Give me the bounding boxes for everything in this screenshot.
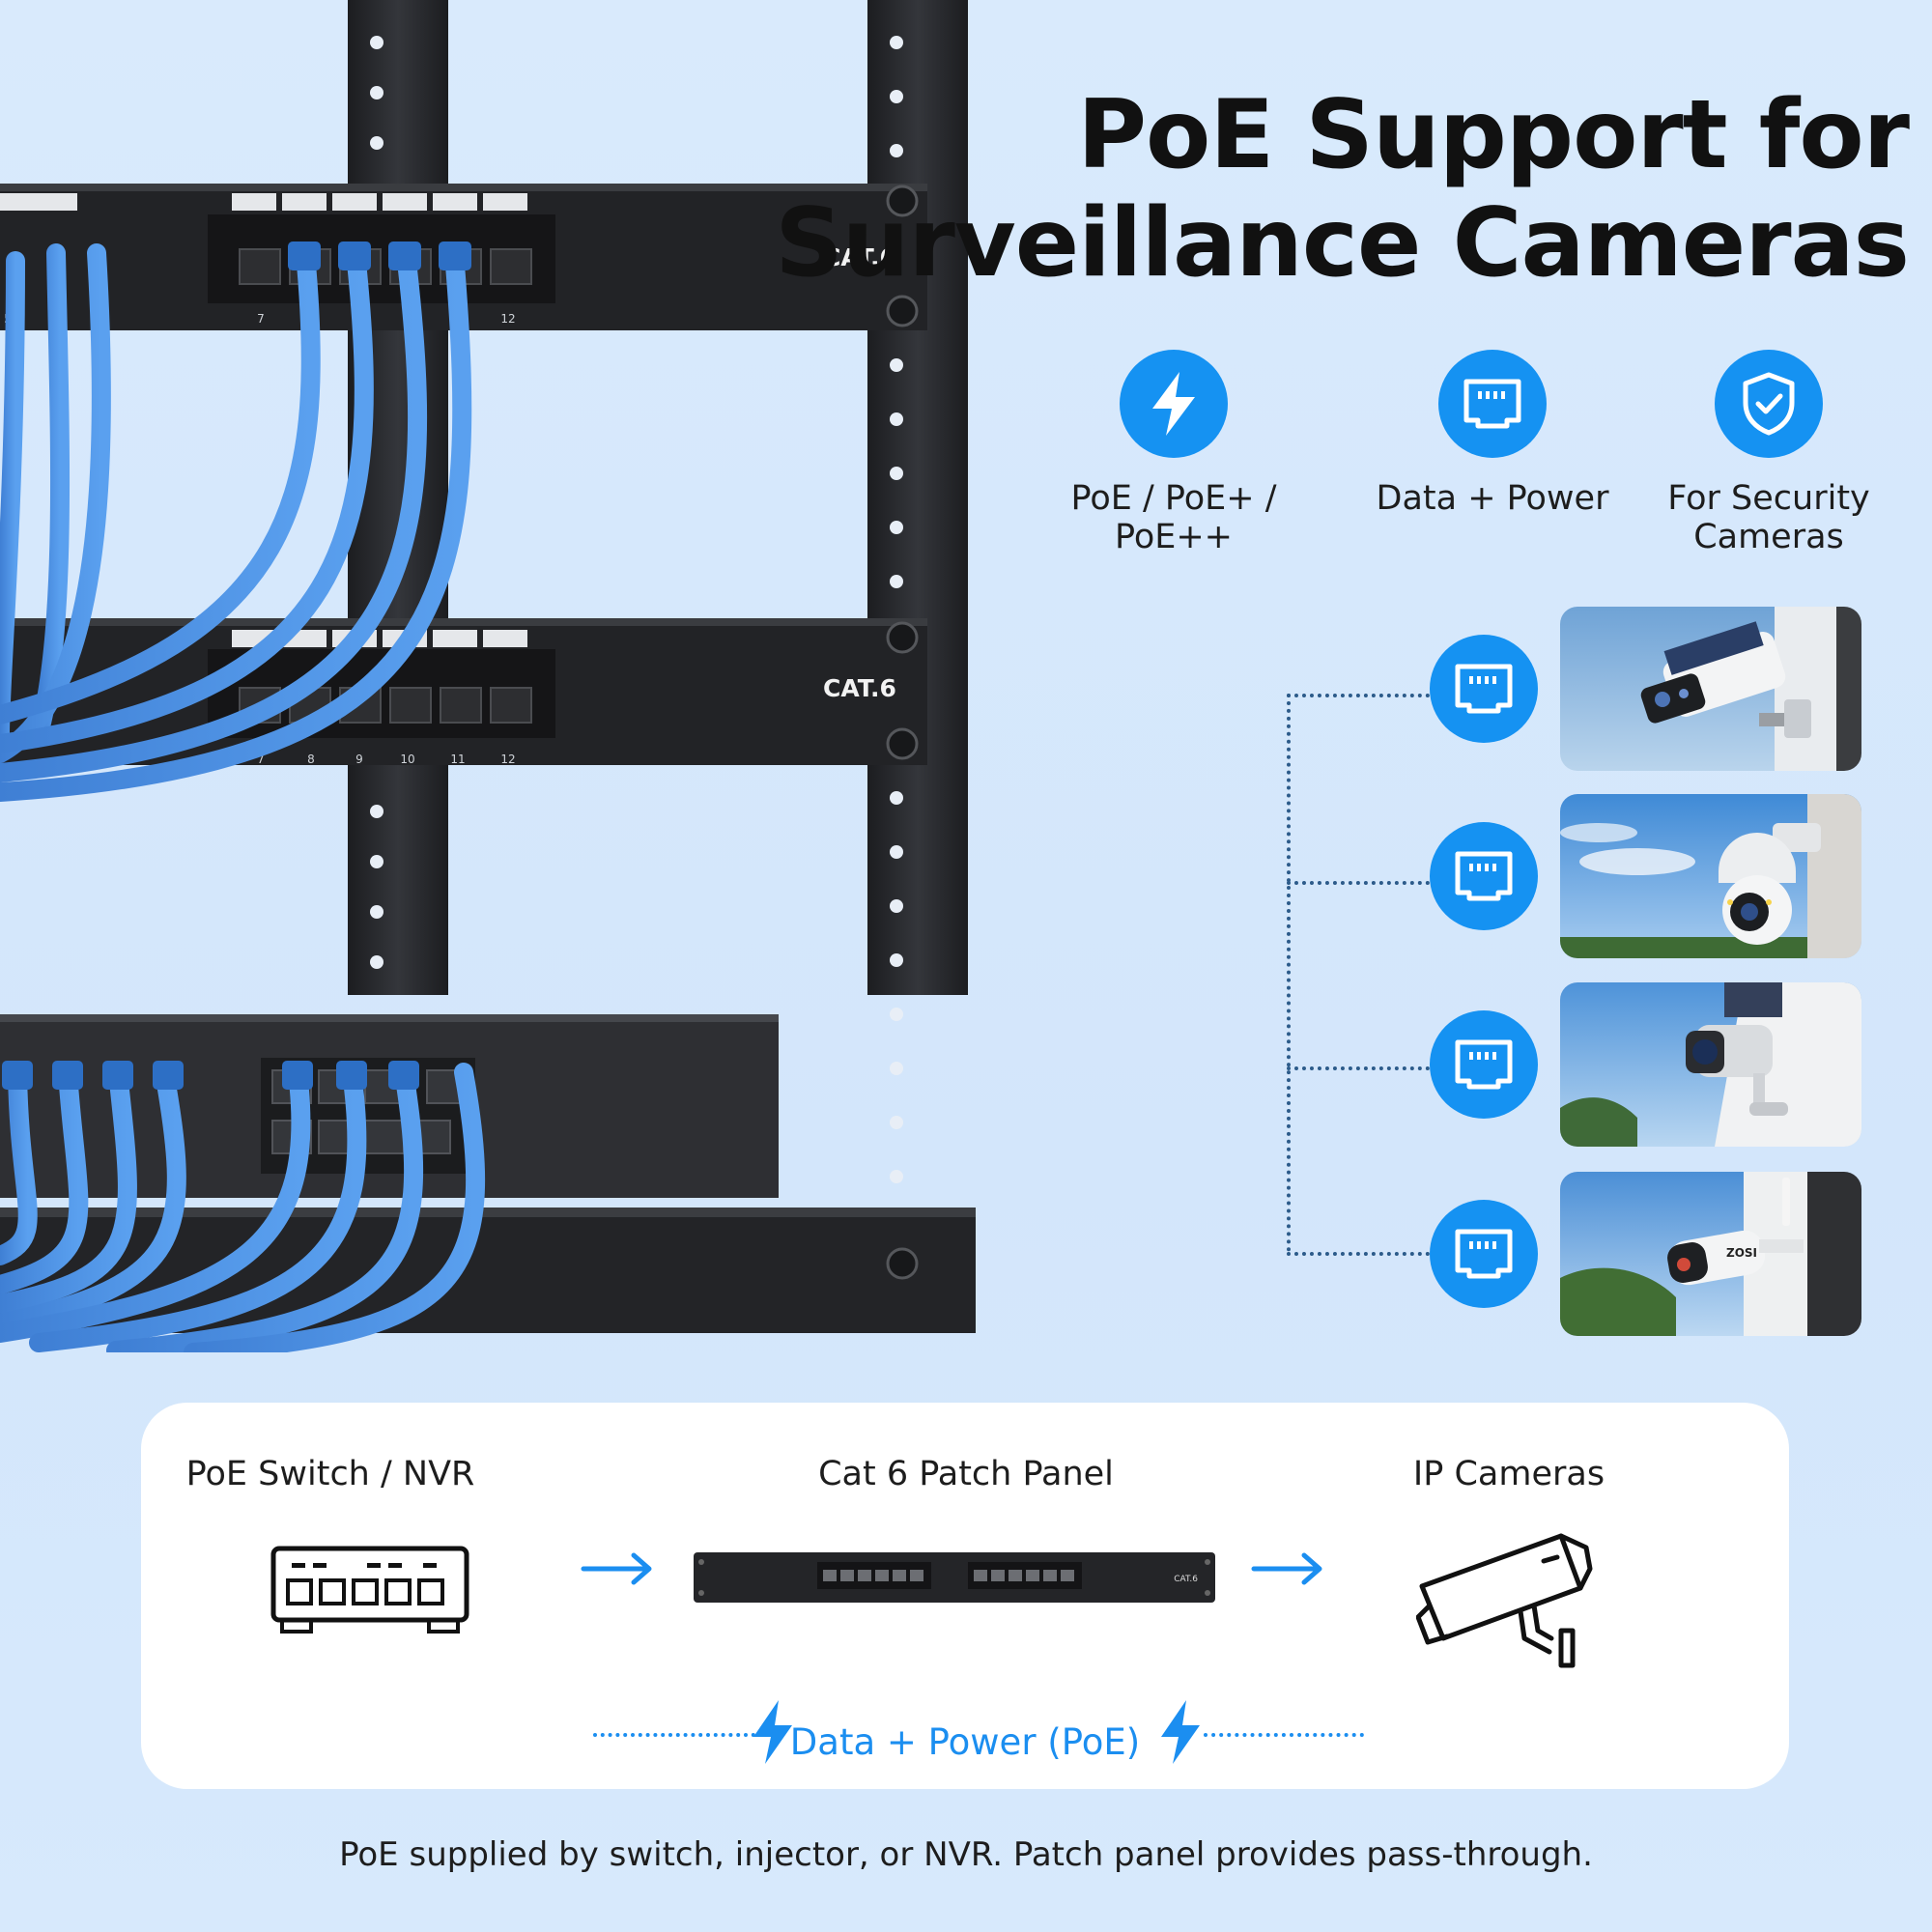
ptz-dome-camera-image (1560, 794, 1861, 958)
ethernet-port-icon (1430, 1010, 1538, 1119)
ip-cameras-label: IP Cameras (1412, 1455, 1605, 1493)
connector-line (1287, 881, 1430, 885)
svg-text:11: 11 (450, 753, 465, 766)
arrow-right-icon (1251, 1552, 1322, 1585)
connector-line (1287, 694, 1291, 1252)
svg-text:8: 8 (307, 753, 315, 766)
feature-data-power: Data + Power (1333, 350, 1652, 518)
poe-switch-label: PoE Switch / NVR (185, 1455, 475, 1493)
dotted-connector (593, 1733, 755, 1737)
poe-flow-card: PoE Switch / NVR Cat 6 Patch Panel IP Ca… (141, 1403, 1789, 1789)
svg-text:12: 12 (500, 312, 515, 326)
cat6-label-middle: CAT.6 (823, 674, 896, 702)
network-switch-icon (270, 1546, 469, 1634)
server-rack-illustration: CAT.6 5 6 7 8 12 (0, 0, 976, 1352)
footnote: PoE supplied by switch, injector, or NVR… (339, 1835, 1593, 1874)
camera-row: ZOSI (1430, 1172, 1884, 1336)
lightning-icon (1120, 350, 1228, 458)
feature-poe-label: PoE / PoE+ / PoE++ (1070, 479, 1277, 556)
page-title: PoE Support for Surveillance Cameras (775, 80, 1910, 298)
feature-data-power-label: Data + Power (1376, 479, 1609, 518)
bullet-camera-image (1560, 982, 1861, 1147)
patch-panel-icon: CAT.6 (694, 1552, 1215, 1603)
poe-caption: Data + Power (PoE) (789, 1721, 1141, 1763)
cat6-label-top: CAT.6 (823, 243, 896, 271)
rack-rail-left (348, 0, 448, 995)
zosi-brand-text: ZOSI (1726, 1246, 1757, 1260)
title-line-1: PoE Support for (1077, 80, 1910, 190)
connector-line (1287, 1066, 1430, 1070)
patch-panel-label: Cat 6 Patch Panel (818, 1455, 1114, 1493)
connector-line (1287, 694, 1430, 697)
svg-text:10: 10 (400, 753, 414, 766)
zosi-bullet-camera-image: ZOSI (1560, 1172, 1861, 1336)
lightning-icon (753, 1700, 792, 1764)
cat6-patch-cables (0, 243, 486, 1352)
dotted-connector (1204, 1733, 1364, 1737)
connector-line (1287, 1252, 1430, 1256)
shield-check-icon (1715, 350, 1823, 458)
security-camera-icon (1416, 1533, 1593, 1668)
ethernet-port-icon (1430, 1200, 1538, 1308)
arrow-right-icon (581, 1552, 652, 1585)
feature-poe: PoE / PoE+ / PoE++ (1014, 350, 1333, 556)
camera-row (1430, 794, 1884, 958)
title-line-2: Surveillance Cameras (775, 188, 1910, 298)
feature-security-label: For Security Cameras (1667, 479, 1870, 556)
poe-switch-on-shelf (0, 995, 976, 1333)
svg-text:7: 7 (257, 312, 265, 326)
svg-text:9: 9 (355, 753, 363, 766)
mini-cat6-label: CAT.6 (1174, 1575, 1198, 1584)
lightning-icon (1161, 1700, 1200, 1764)
camera-row (1430, 982, 1884, 1147)
svg-text:12: 12 (500, 753, 515, 766)
camera-row (1430, 607, 1884, 771)
feature-security: For Security Cameras (1609, 350, 1928, 556)
solar-bullet-camera-image (1560, 607, 1861, 771)
svg-text:7: 7 (257, 753, 265, 766)
ethernet-port-icon (1430, 635, 1538, 743)
ethernet-port-icon (1430, 822, 1538, 930)
rack-rail-right (867, 0, 968, 995)
ethernet-port-icon (1438, 350, 1547, 458)
